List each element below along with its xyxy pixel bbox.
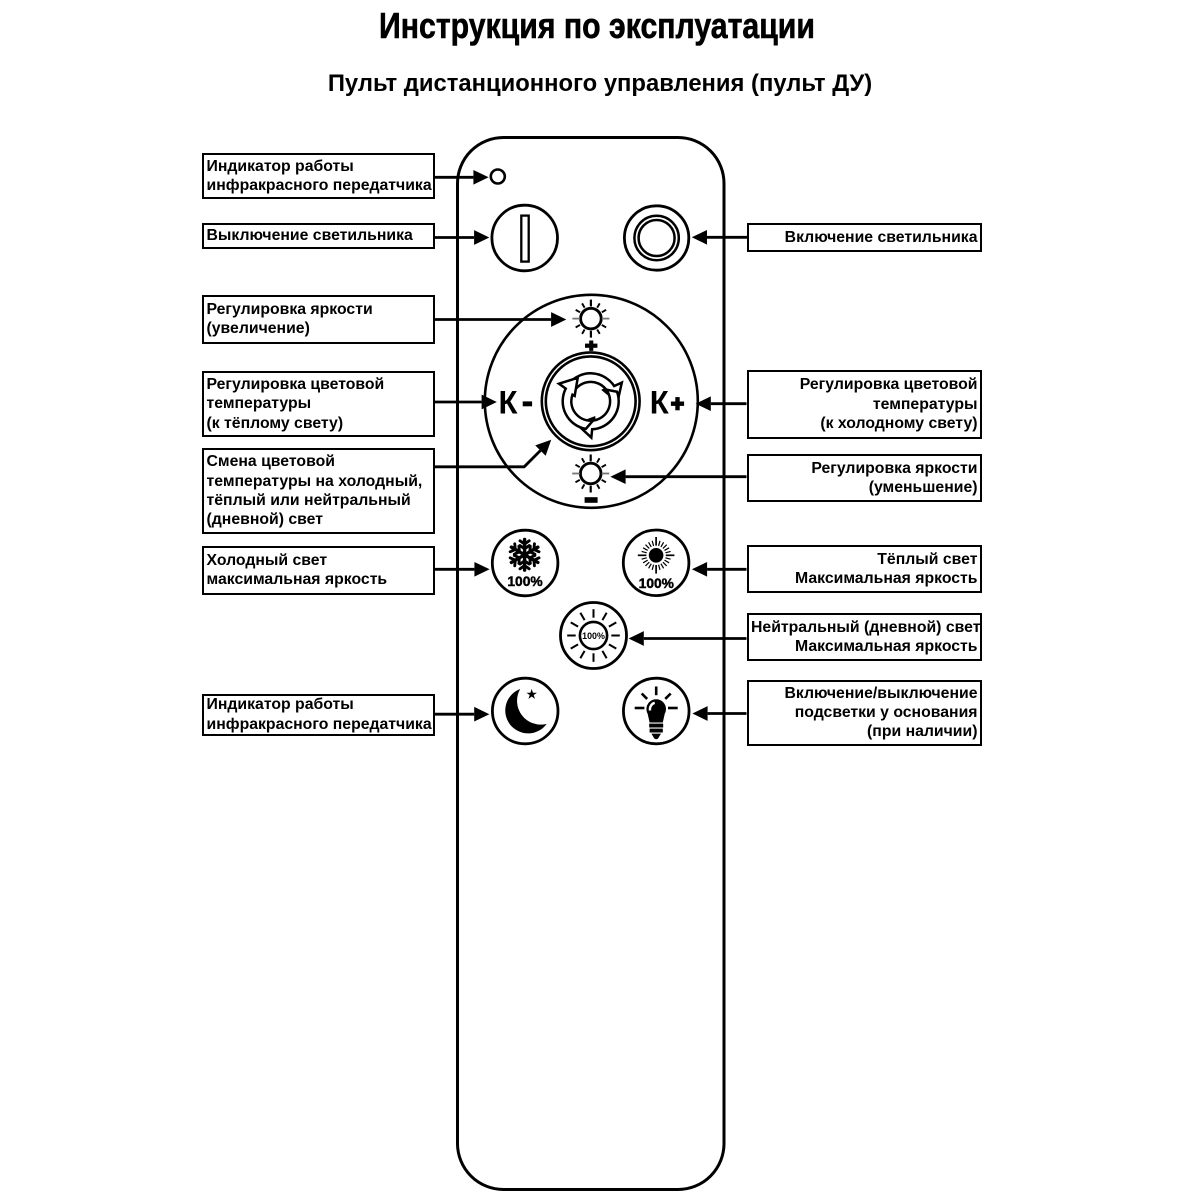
svg-text:100%: 100%: [582, 631, 605, 641]
svg-text:К: К: [650, 384, 669, 420]
svg-text:100%: 100%: [639, 576, 674, 591]
svg-text:100%: 100%: [507, 574, 542, 589]
svg-text:К: К: [499, 384, 518, 420]
